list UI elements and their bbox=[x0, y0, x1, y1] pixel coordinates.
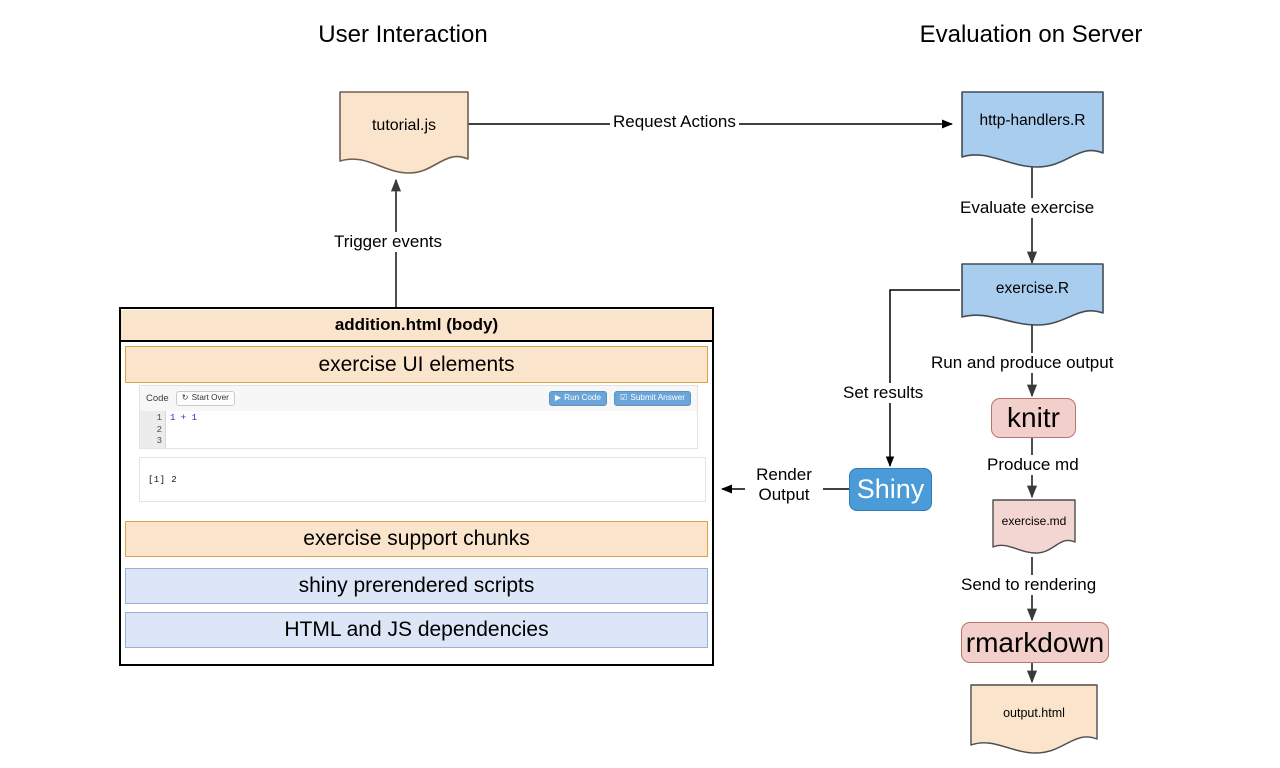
start-over-label: Start Over bbox=[191, 393, 229, 403]
edge-label-trigger-events: Trigger events bbox=[331, 232, 446, 252]
node-label: exercise.R bbox=[995, 280, 1070, 297]
band-html-and-js-dependencies: HTML and JS dependencies bbox=[125, 612, 708, 648]
band-exercise-ui-elements: exercise UI elements bbox=[125, 346, 708, 383]
node-label: exercise.md bbox=[1001, 514, 1067, 528]
edge-label-render-output-line1: Render bbox=[756, 465, 812, 484]
node-http-handlers-r[interactable]: http-handlers.R bbox=[961, 91, 1104, 171]
edge-label-run-and-produce-output: Run and produce output bbox=[928, 353, 1117, 373]
edge-label-render-output: Render Output bbox=[745, 465, 823, 505]
edge-label-produce-md: Produce md bbox=[984, 455, 1082, 475]
line-number-gutter: 1 2 3 bbox=[140, 411, 165, 448]
column-title-user-interaction: User Interaction bbox=[318, 21, 488, 48]
exercise-output-panel: [1] 2 bbox=[139, 457, 706, 502]
node-output-html[interactable]: output.html bbox=[970, 684, 1098, 756]
node-label: knitr bbox=[1007, 402, 1060, 433]
refresh-icon: ↻ bbox=[181, 393, 189, 403]
play-icon: ▶ bbox=[554, 393, 562, 403]
node-knitr[interactable]: knitr bbox=[991, 398, 1076, 438]
edge-label-request-actions: Request Actions bbox=[610, 112, 739, 132]
checkbox-icon: ☑ bbox=[620, 393, 628, 403]
addition-html-body-frame: addition.html (body) exercise UI element… bbox=[119, 307, 714, 666]
band-exercise-support-chunks: exercise support chunks bbox=[125, 521, 708, 557]
band-shiny-prerendered-scripts: shiny prerendered scripts bbox=[125, 568, 708, 604]
edge-label-evaluate-exercise: Evaluate exercise bbox=[957, 198, 1098, 218]
node-label: Shiny bbox=[856, 474, 925, 504]
column-title-evaluation-on-server: Evaluation on Server bbox=[919, 21, 1143, 48]
code-editor-card[interactable]: Code ↻ Start Over ▶ Run Code ☑ Submit An… bbox=[139, 385, 698, 449]
edge-label-render-output-line2: Output bbox=[758, 484, 810, 504]
edge-label-send-to-rendering: Send to rendering bbox=[958, 575, 1100, 595]
code-editor-toolbar: Code ↻ Start Over ▶ Run Code ☑ Submit An… bbox=[140, 386, 697, 412]
node-label: output.html bbox=[1003, 706, 1065, 720]
start-over-button[interactable]: ↻ Start Over bbox=[175, 391, 235, 406]
run-code-button[interactable]: ▶ Run Code bbox=[548, 391, 608, 406]
edge-set-results bbox=[885, 289, 960, 468]
code-editor-body[interactable]: 1 2 3 1 + 1 bbox=[140, 411, 697, 448]
node-exercise-md[interactable]: exercise.md bbox=[992, 499, 1076, 556]
addition-html-title: addition.html (body) bbox=[121, 310, 712, 342]
node-tutorial-js[interactable]: tutorial.js bbox=[339, 91, 469, 176]
code-input-area[interactable]: 1 + 1 bbox=[165, 411, 697, 448]
learnr-exercise-widget[interactable]: Code ↻ Start Over ▶ Run Code ☑ Submit An… bbox=[139, 385, 706, 507]
node-rmarkdown[interactable]: rmarkdown bbox=[961, 622, 1109, 663]
submit-answer-button[interactable]: ☑ Submit Answer bbox=[614, 391, 691, 406]
submit-answer-label: Submit Answer bbox=[630, 393, 685, 403]
run-code-label: Run Code bbox=[564, 393, 602, 403]
code-label: Code bbox=[146, 393, 169, 404]
edge-label-set-results: Set results bbox=[840, 383, 927, 403]
node-label: rmarkdown bbox=[965, 626, 1105, 658]
node-shiny[interactable]: Shiny bbox=[849, 468, 932, 511]
node-label: http-handlers.R bbox=[979, 112, 1086, 129]
node-exercise-r[interactable]: exercise.R bbox=[961, 263, 1104, 328]
node-label: tutorial.js bbox=[371, 117, 437, 134]
